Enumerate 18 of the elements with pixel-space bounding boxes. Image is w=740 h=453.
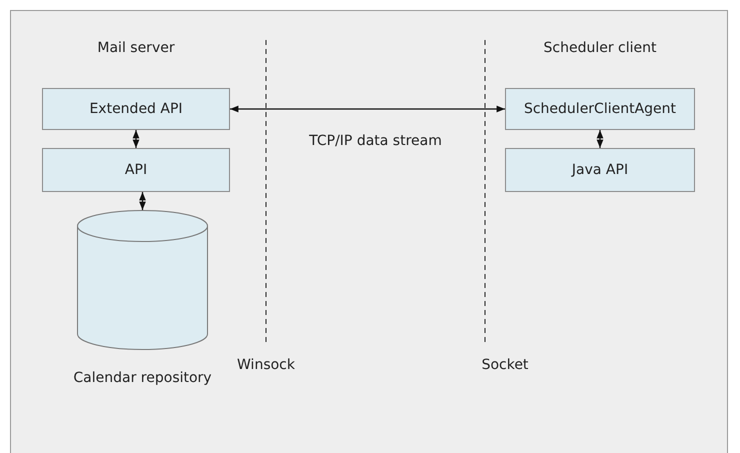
node-label: Calendar repository — [73, 370, 212, 386]
database-cylinder — [77, 210, 208, 350]
box-label: Java API — [572, 162, 628, 178]
interface-label: Winsock — [237, 357, 295, 373]
interface-label: Socket — [482, 357, 528, 373]
arrow — [132, 130, 140, 148]
arrow — [139, 192, 146, 210]
process-box — [42, 148, 230, 192]
arrow — [596, 130, 604, 148]
process-box — [505, 88, 695, 130]
process-box — [505, 148, 695, 192]
section-title: Scheduler client — [544, 40, 656, 56]
box-label: Extended API — [89, 101, 183, 117]
box-label: SchedulerClientAgent — [524, 101, 676, 117]
section-title: Mail server — [97, 40, 175, 56]
process-box — [42, 88, 230, 130]
arrow — [230, 106, 505, 112]
box-label: API — [124, 162, 148, 178]
